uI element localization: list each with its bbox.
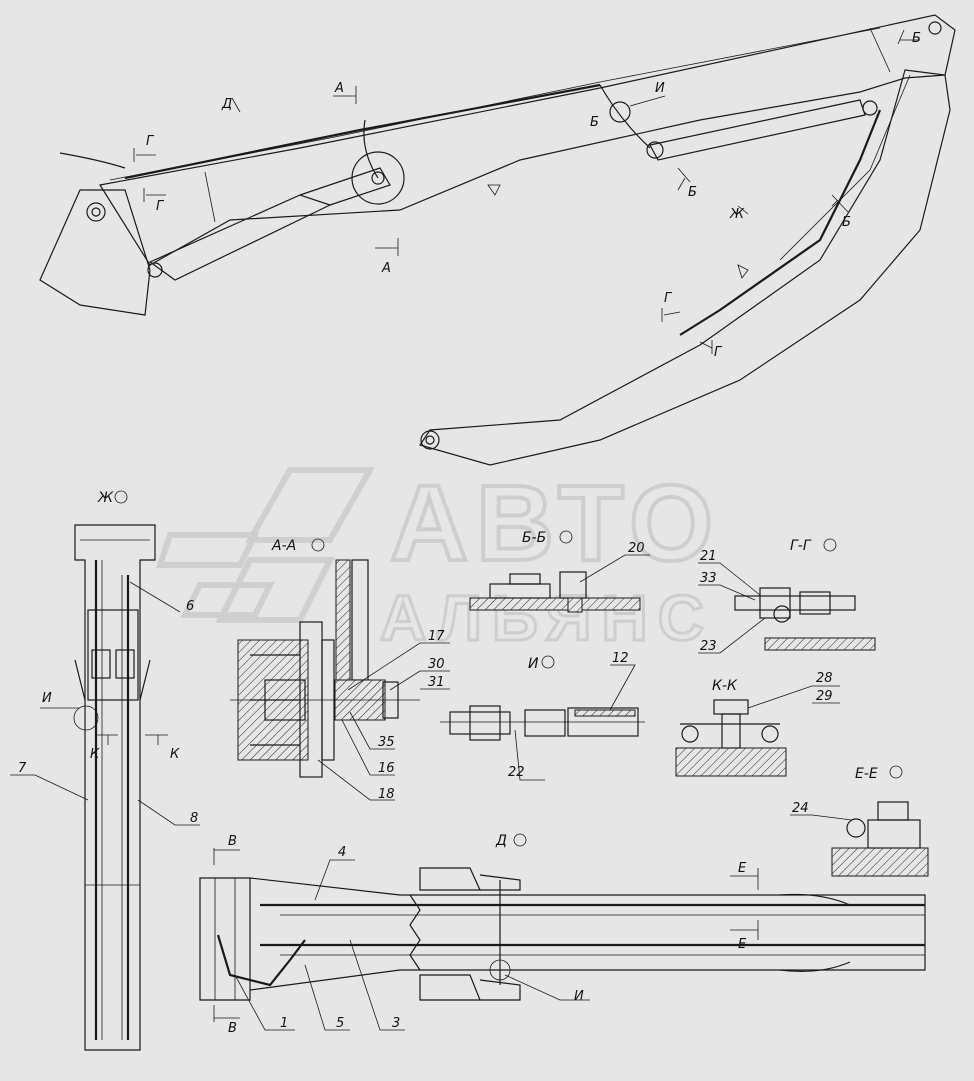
section-kk: К-К 28 29 (675, 671, 840, 777)
cut-mark-zh-top: Ж (729, 207, 745, 222)
callout-7: 7 (18, 761, 27, 776)
cut-mark-g-arm-2: Г (714, 345, 723, 360)
watermark: АВТО АЛЬЯНС (155, 460, 721, 656)
callout-18: 18 (378, 787, 395, 802)
cut-mark-k-right: К (170, 747, 180, 762)
callout-6: 6 (186, 599, 194, 614)
callout-4: 4 (338, 845, 346, 860)
cut-mark-b-4: Б (842, 215, 851, 230)
callout-3: 3 (392, 1016, 400, 1031)
callout-33: 33 (700, 571, 717, 586)
view-zh: Ж (73, 490, 156, 1051)
watermark-line1: АВТО (390, 462, 721, 583)
cut-mark-b-2: Б (688, 185, 697, 200)
view-zh-title: Ж (97, 490, 114, 506)
callout-8: 8 (190, 811, 198, 826)
section-aa-callouts: 17 30 31 35 16 18 (317, 629, 450, 802)
callout-24: 24 (792, 801, 809, 816)
section-aa-title: А-А (271, 538, 296, 554)
callout-16: 16 (378, 761, 395, 776)
cut-mark-i-left: И (42, 691, 52, 706)
cut-mark-v-bottom: В (228, 1021, 237, 1036)
view-i-title: И (528, 656, 539, 672)
callout-17: 17 (428, 629, 445, 644)
callout-12: 12 (612, 651, 629, 666)
section-ee: Е-Е 24 (790, 765, 929, 877)
view-d: Д В В Е Е И (199, 833, 926, 1036)
cut-mark-i-bottom: И (574, 989, 584, 1004)
callout-23: 23 (700, 639, 717, 654)
cut-mark-a-bottom: А (381, 261, 391, 276)
callout-28: 28 (816, 671, 833, 686)
cut-mark-e-top: Е (738, 861, 747, 876)
cut-mark-e-bottom: Е (738, 937, 747, 952)
callout-1: 1 (280, 1016, 288, 1031)
section-bb-title: Б-Б (522, 530, 546, 546)
section-ee-title: Е-Е (855, 766, 878, 782)
callout-20: 20 (628, 541, 645, 556)
callout-30: 30 (428, 657, 445, 672)
section-gg-title: Г-Г (790, 538, 812, 554)
cut-mark-v-top: В (228, 834, 237, 849)
section-bb: Б-Б 20 (469, 530, 650, 613)
callout-31: 31 (428, 675, 445, 690)
section-kk-title: К-К (712, 678, 738, 694)
cut-mark-i-top: И (655, 81, 665, 96)
top-cut-marks: Д А А Г Г Б И Б Б Б Ж Г Г (133, 29, 921, 360)
cut-mark-b-1: Б (590, 115, 599, 130)
view-i: И 12 22 (440, 651, 645, 781)
callout-5: 5 (336, 1016, 344, 1031)
callout-21: 21 (700, 549, 717, 564)
cut-mark-b-3: Б (912, 31, 921, 46)
cut-mark-k-left: К (90, 747, 100, 762)
cut-mark-g-arm-1: Г (664, 291, 673, 306)
view-d-callouts: 4 1 5 3 (234, 845, 405, 1031)
cut-mark-g-bottom: Г (156, 199, 165, 214)
cut-mark-a-top: А (334, 81, 344, 96)
boom-arm-assembly (39, 14, 956, 466)
cut-mark-d: Д (221, 97, 232, 112)
callout-22: 22 (508, 765, 525, 780)
section-aa: А-А (230, 538, 420, 778)
callout-29: 29 (816, 689, 833, 704)
view-zh-labels: 6 И К К 7 8 (10, 581, 200, 826)
cut-mark-g-top: Г (146, 134, 155, 149)
callout-35: 35 (378, 735, 395, 750)
section-gg: Г-Г 21 33 23 (698, 538, 876, 654)
view-d-title: Д (495, 833, 507, 849)
